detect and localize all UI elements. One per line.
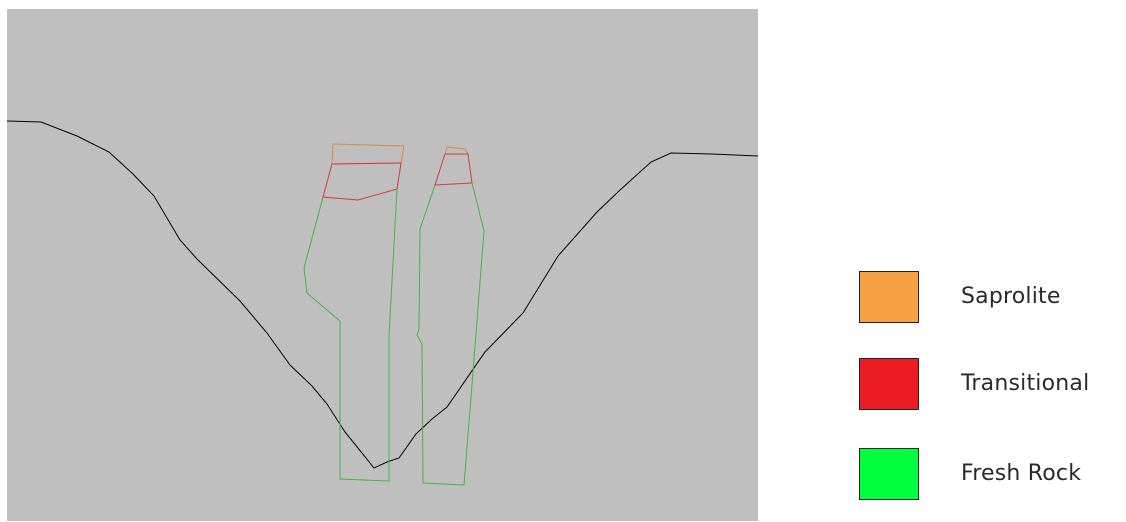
cross-section-view bbox=[7, 9, 758, 521]
legend-label-transitional: Transitional bbox=[961, 371, 1089, 396]
legend-item-fresh-rock: Fresh Rock bbox=[859, 448, 1119, 502]
legend-item-saprolite: Saprolite bbox=[859, 271, 1119, 325]
saprolite-swatch bbox=[859, 271, 919, 323]
viewport-background bbox=[7, 9, 758, 521]
legend-item-transitional: Transitional bbox=[859, 358, 1119, 412]
transitional-swatch bbox=[859, 358, 919, 410]
legend-label-fresh-rock: Fresh Rock bbox=[961, 461, 1081, 486]
cross-section-canvas bbox=[7, 9, 758, 521]
fresh-rock-swatch bbox=[859, 448, 919, 500]
legend-label-saprolite: Saprolite bbox=[961, 284, 1061, 309]
